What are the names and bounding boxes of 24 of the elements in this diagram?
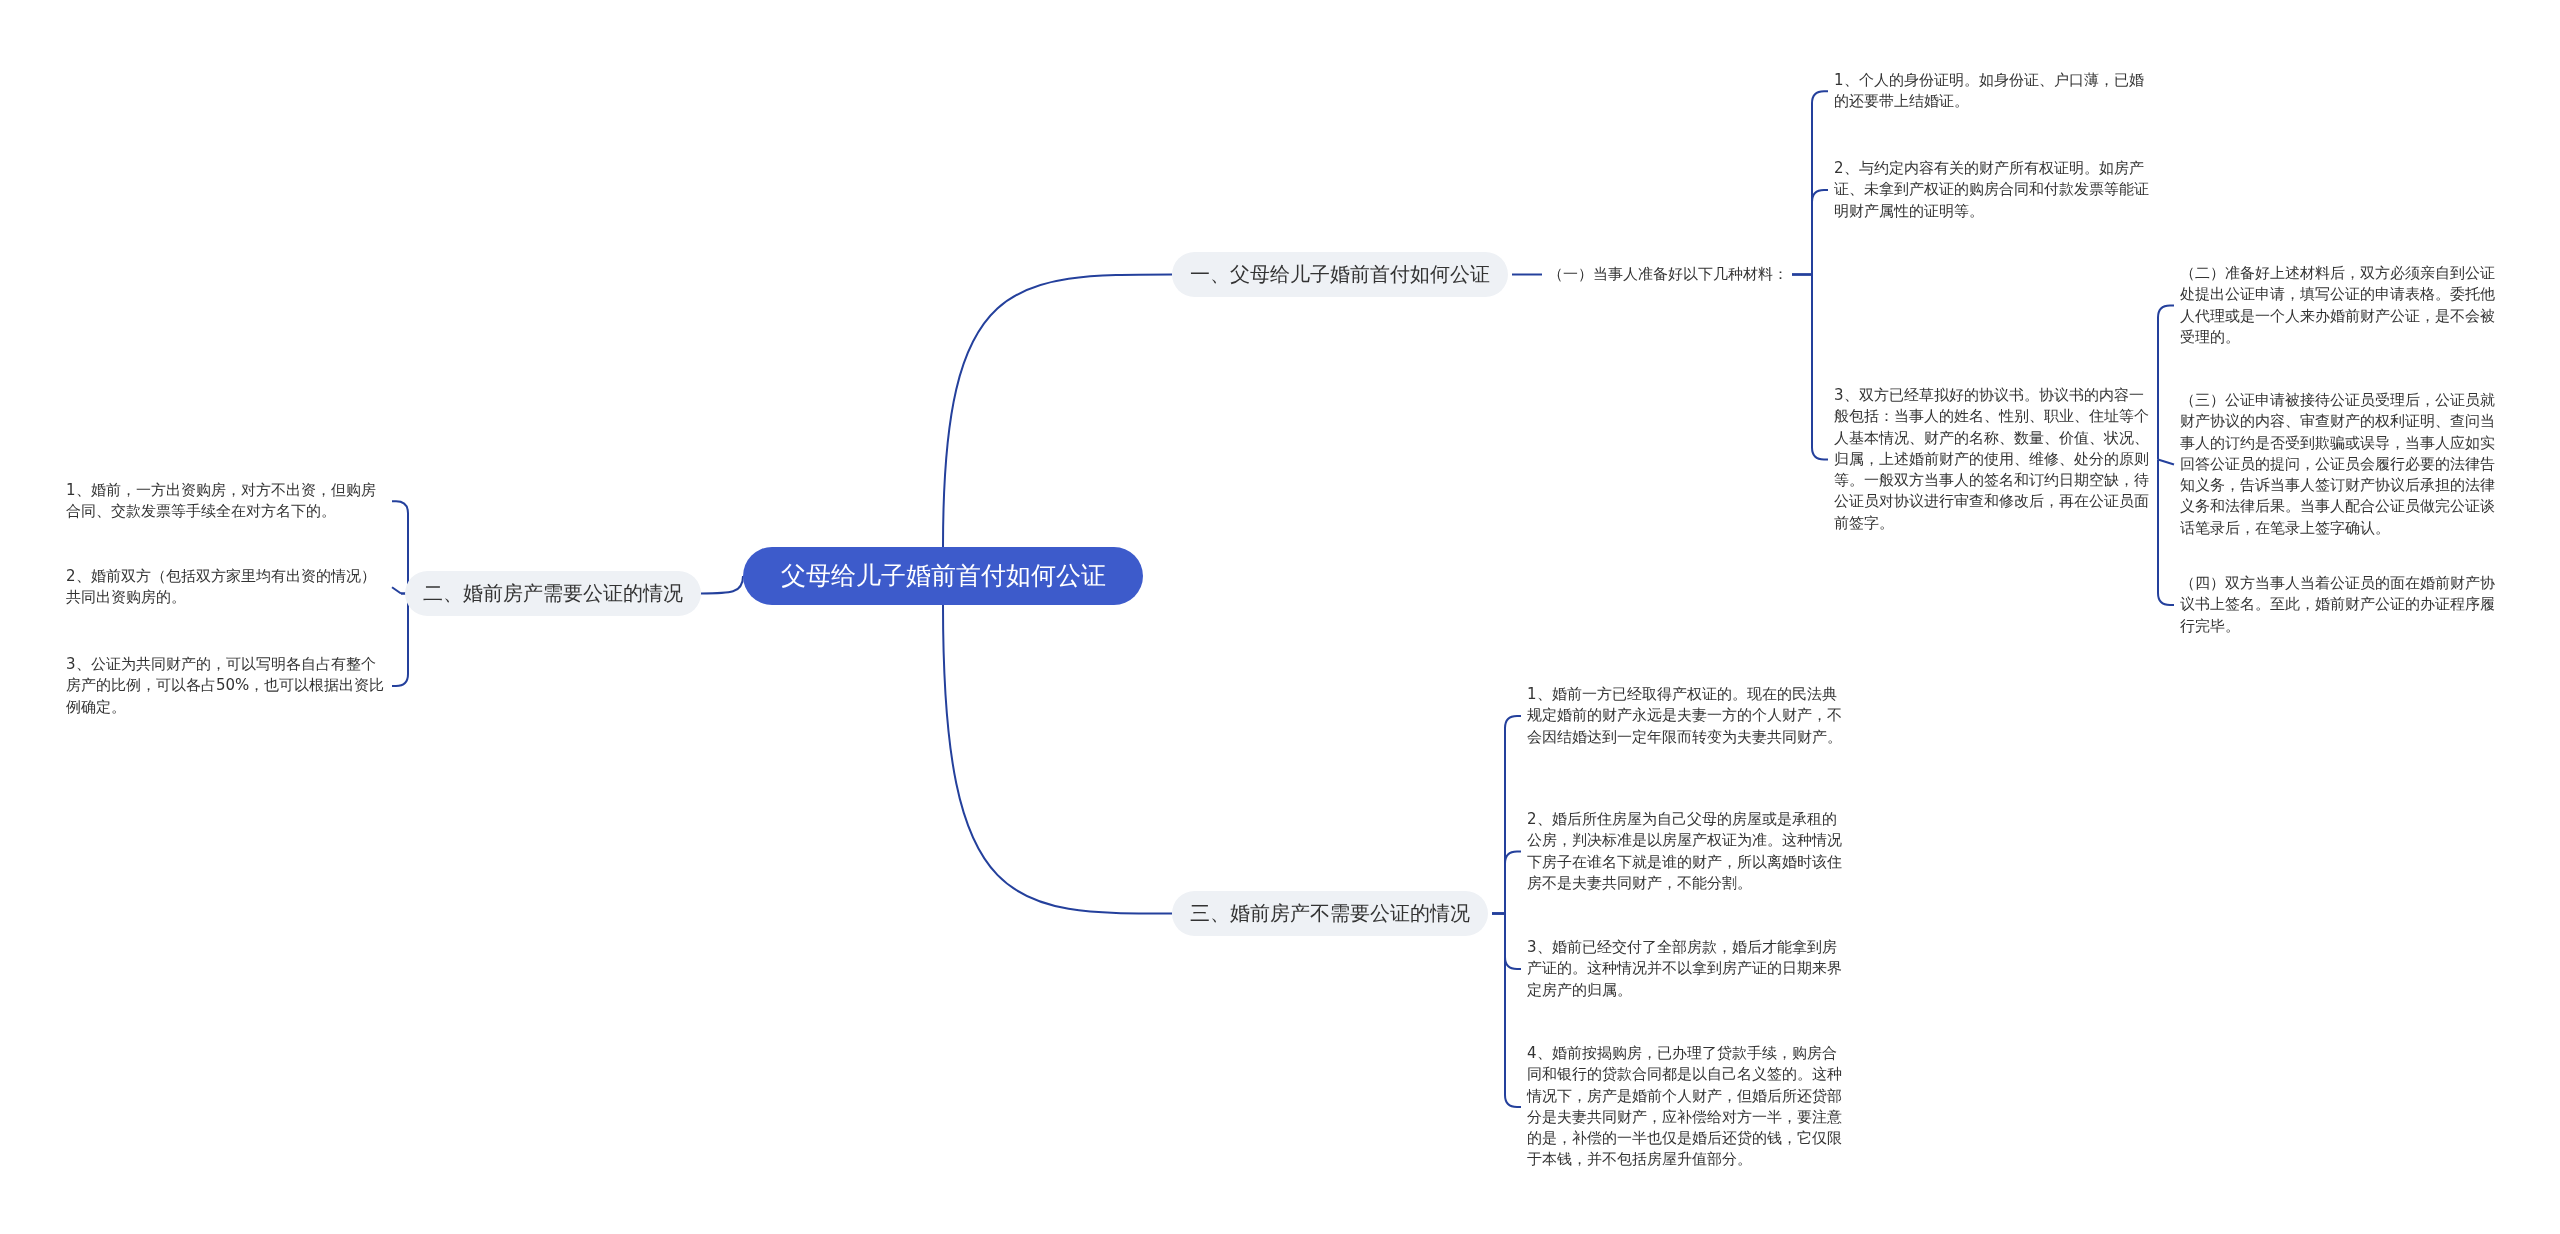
- connector-line: [700, 574, 744, 595]
- connector-line: [391, 586, 402, 595]
- detail-text: 2、婚前双方（包括双方家里均有出资的情况）共同出资购房的。: [66, 566, 377, 609]
- detail-text: 1、婚前，一方出资购房，对方不出资，但购房合同、交款发票等手续全在对方名下的。: [66, 480, 377, 523]
- detail-text: 2、婚后所住房屋为自己父母的房屋或是承租的公房，判决标准是以房屋产权证为准。这种情况下房子在谁名下就是谁的财产，所以离婚时该住房不是夫妻共同财产，不能分割。: [1527, 809, 1843, 894]
- detail-text: （四）双方当事人当着公证员的面在婚前财产协议书上签名。至此，婚前财产公证的办证程序履行完毕。: [2180, 573, 2496, 637]
- branch-topic: 一、父母给儿子婚前首付如何公证: [1172, 252, 1508, 297]
- detail-text: （二）准备好上述材料后，双方必须亲自到公证处提出公证申请，填写公证的申请表格。委托他人代理或是一个人来办婚前财产公证，是不会被受理的。: [2180, 263, 2496, 348]
- branch-topic: 三、婚前房产不需要公证的情况: [1172, 891, 1488, 936]
- connector-line: [942, 273, 1173, 548]
- detail-text: 2、与约定内容有关的财产所有权证明。如房产证、未拿到产权证的购房合同和付款发票等能证明财产属性的证明等。: [1834, 158, 2150, 222]
- detail-text: 3、婚前已经交付了全部房款，婚后才能拿到房产证的。这种情况并不以拿到房产证的日期来界定房产的归属。: [1527, 937, 1843, 1001]
- detail-text: （三）公证申请被接待公证员受理后，公证员就财产协议的内容、审查财产的权利证明、查问当事人的订约是否受到欺骗或误导，当事人应如实回答公证员的提问，公证员会履行必要的法律告知义务，告诉当事人签订财产协议后承担的法律义务和法律后果。当事人配合公证员做完公证谈话笔录后，在笔录上签字确认。: [2180, 390, 2496, 539]
- connector-line: [2157, 458, 2175, 466]
- detail-text: 1、个人的身份证明。如身份证、户口薄，已婚的还要带上结婚证。: [1834, 70, 2145, 113]
- detail-text: 1、婚前一方已经取得产权证的。现在的民法典规定婚前的财产永远是夫妻一方的个人财产，不会因结婚达到一定年限而转变为夫妻共同财产。: [1527, 684, 1843, 748]
- branch-topic: 二、婚前房产需要公证的情况: [405, 571, 701, 616]
- detail-text: 4、婚前按揭购房，已办理了贷款手续，购房合同和银行的贷款合同都是以自己名义签的。这种情况下，房产是婚前个人财产，但婚后所还贷部分是夫妻共同财产，应补偿给对方一半，要注意的是，补偿的一半也仅是婚后还贷的钱，它仅限于本钱，并不包括房屋升值部分。: [1527, 1043, 1843, 1171]
- detail-text: 3、公证为共同财产的，可以写明各自占有整个房产的比例，可以各占50%，也可以根据出资比例确定。: [66, 654, 386, 718]
- detail-text: 3、双方已经草拟好的协议书。协议书的内容一般包括：当事人的姓名、性别、职业、住址等个人基本情况、财产的名称、数量、价值、状况、归属，上述婚前财产的使用、维修、处分的原则等。一般双方当事人的签名和订约日期空缺，待公证员对协议进行审查和修改后，再在公证员面前签字。: [1834, 385, 2150, 534]
- subtopic-text: （一）当事人准备好以下几种材料：: [1548, 265, 1788, 284]
- root-topic: 父母给儿子婚前首付如何公证: [743, 547, 1143, 605]
- connector-line: [942, 603, 1173, 915]
- connector-line: [1511, 273, 1543, 276]
